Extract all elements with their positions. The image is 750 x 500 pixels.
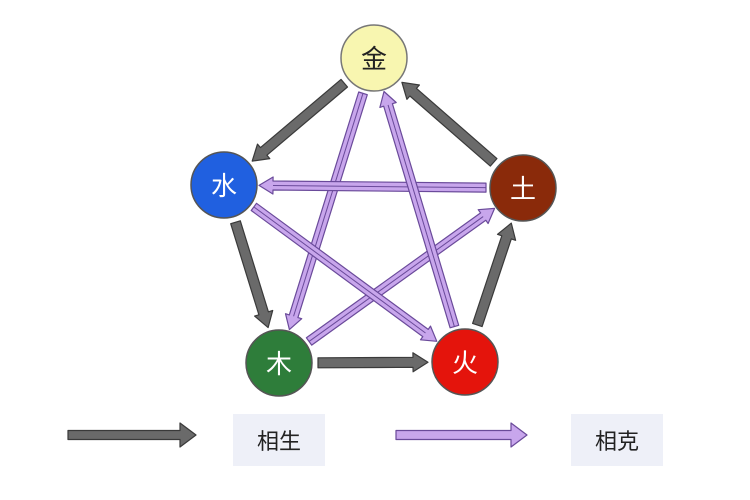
node-wood: 木 (245, 329, 313, 397)
node-water: 水 (190, 151, 258, 219)
legend-generating-label: 相生 (256, 430, 301, 455)
generating-arrow-wood-fire (317, 352, 429, 373)
legend-generating-label-box: 相生 (233, 414, 325, 466)
controlling-arrow-earth-water-centre-line (272, 184, 487, 189)
generating-arrow-fire-earth (472, 222, 517, 328)
node-fire: 火 (431, 328, 499, 396)
node-water-label: 水 (211, 172, 237, 202)
controlling-arrow-water-fire-centre-line (253, 206, 426, 334)
legend-generating-arrow (67, 422, 197, 448)
node-wood-label: 木 (266, 350, 292, 380)
node-earth-circle (489, 154, 557, 222)
generating-arrow-metal-water (251, 78, 349, 162)
node-earth: 土 (489, 154, 557, 222)
legend-controlling-label-box: 相克 (571, 414, 663, 466)
legend-controlling-label: 相克 (594, 430, 639, 455)
controlling-arrow-earth-water (258, 176, 487, 195)
node-metal: 金 (340, 24, 408, 92)
node-metal-label: 金 (361, 45, 387, 75)
generating-arrow-earth-metal (401, 81, 498, 167)
node-metal-circle (340, 24, 408, 92)
node-water-circle (190, 151, 258, 219)
node-wood-circle (245, 329, 313, 397)
controlling-arrow-fire-metal-centre-line (387, 104, 455, 327)
element-nodes: 金 土 火 木 水 (190, 24, 557, 397)
node-earth-label: 土 (510, 175, 536, 205)
controlling-arrows (250, 90, 496, 346)
generating-arrow-water-wood (230, 220, 274, 329)
generating-arrows (230, 78, 517, 373)
controlling-arrow-wood-earth-centre-line (308, 216, 484, 342)
controlling-arrow-metal-wood-centre-line (293, 93, 364, 317)
legend-controlling-arrow (395, 422, 528, 448)
node-fire-circle (431, 328, 499, 396)
legend-arrows (67, 422, 528, 448)
node-fire-label: 火 (452, 349, 478, 379)
